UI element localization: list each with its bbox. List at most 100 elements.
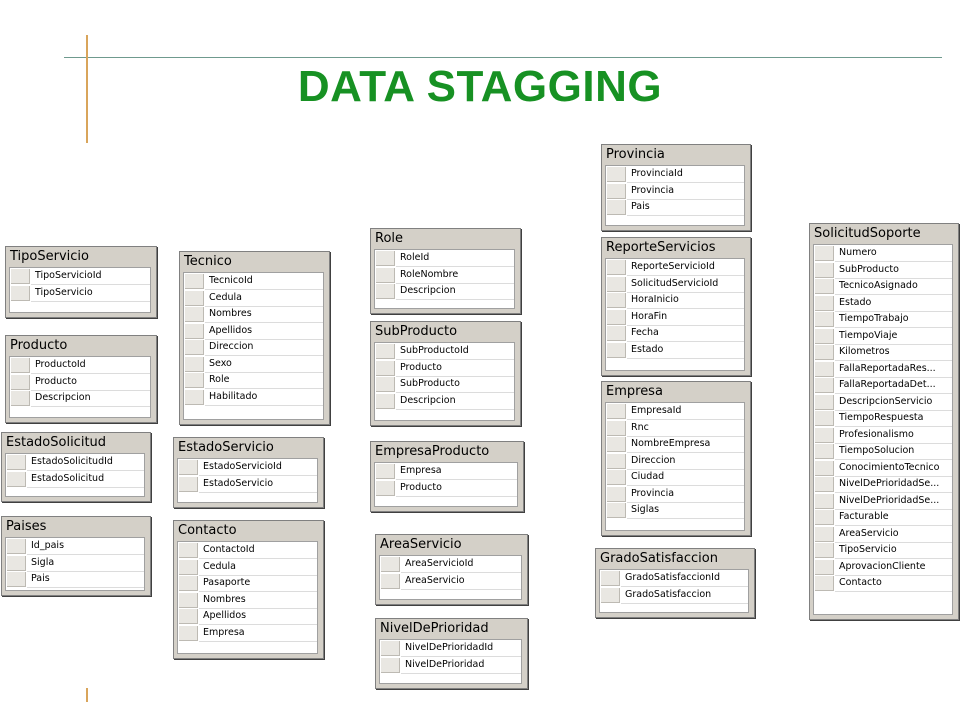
row-selector[interactable] — [607, 404, 626, 419]
column-row[interactable]: Apellidos — [184, 323, 323, 340]
column-row[interactable]: ProvinciaId — [606, 166, 744, 183]
row-selector[interactable] — [815, 477, 834, 492]
column-row[interactable]: Sigla — [6, 555, 144, 572]
row-selector[interactable] — [7, 455, 26, 470]
column-row[interactable]: Rnc — [606, 420, 744, 437]
column-row[interactable]: Cedula — [184, 290, 323, 307]
row-selector[interactable] — [607, 276, 626, 292]
row-selector[interactable] — [815, 526, 834, 542]
column-row[interactable]: Descripcion — [375, 283, 514, 300]
row-selector[interactable] — [185, 290, 204, 306]
column-row[interactable]: TecnicoId — [184, 273, 323, 290]
row-selector[interactable] — [7, 555, 26, 571]
row-selector[interactable] — [607, 470, 626, 485]
column-row[interactable]: DescripcionServicio — [814, 394, 952, 411]
row-selector[interactable] — [185, 340, 204, 355]
column-row[interactable]: Provincia — [606, 486, 744, 503]
column-row[interactable]: GradoSatisfaccionId — [600, 570, 748, 587]
row-selector[interactable] — [185, 274, 204, 289]
row-selector[interactable] — [607, 453, 626, 469]
column-row[interactable]: Id_pais — [6, 538, 144, 555]
column-row[interactable]: Descripcion — [10, 390, 150, 407]
column-row[interactable]: TiempoViaje — [814, 328, 952, 345]
row-selector[interactable] — [381, 557, 400, 572]
column-row[interactable]: AreaServicio — [380, 573, 521, 590]
row-selector[interactable] — [7, 572, 26, 587]
row-selector[interactable] — [815, 576, 834, 591]
column-row[interactable]: NombreEmpresa — [606, 436, 744, 453]
column-row[interactable]: NivelDePrioridadSe... — [814, 493, 952, 510]
column-row[interactable]: Nombres — [184, 306, 323, 323]
column-row[interactable]: Pais — [6, 571, 144, 588]
column-row[interactable]: TiempoRespuesta — [814, 410, 952, 427]
row-selector[interactable] — [815, 262, 834, 278]
row-selector[interactable] — [179, 576, 198, 591]
column-row[interactable]: Numero — [814, 245, 952, 262]
row-selector[interactable] — [185, 307, 204, 322]
column-row[interactable]: Fecha — [606, 325, 744, 342]
column-row[interactable]: EstadoServicio — [178, 476, 317, 493]
row-selector[interactable] — [607, 293, 626, 308]
row-selector[interactable] — [815, 394, 834, 410]
row-selector[interactable] — [815, 543, 834, 558]
row-selector[interactable] — [607, 420, 626, 436]
column-row[interactable]: Role — [184, 372, 323, 389]
row-selector[interactable] — [815, 295, 834, 311]
row-selector[interactable] — [607, 503, 626, 518]
row-selector[interactable] — [376, 377, 395, 392]
column-row[interactable]: AreaServicioId — [380, 556, 521, 573]
row-selector[interactable] — [179, 625, 198, 641]
row-selector[interactable] — [185, 356, 204, 372]
column-row[interactable]: Nombres — [178, 592, 317, 609]
column-row[interactable]: FallaReportadaRes... — [814, 361, 952, 378]
column-row[interactable]: RoleId — [375, 250, 514, 267]
column-row[interactable]: Profesionalismo — [814, 427, 952, 444]
column-row[interactable]: TipoServicio — [814, 542, 952, 559]
row-selector[interactable] — [815, 345, 834, 360]
row-selector[interactable] — [179, 559, 198, 575]
row-selector[interactable] — [607, 260, 626, 275]
column-row[interactable]: TecnicoAsignado — [814, 278, 952, 295]
column-row[interactable]: SubProducto — [375, 376, 514, 393]
column-row[interactable]: HoraInicio — [606, 292, 744, 309]
column-row[interactable]: FallaReportadaDet... — [814, 377, 952, 394]
column-row[interactable]: EstadoSolicitudId — [6, 454, 144, 471]
column-row[interactable]: AprovacionCliente — [814, 559, 952, 576]
column-row[interactable]: NivelDePrioridad — [380, 657, 521, 674]
row-selector[interactable] — [607, 486, 626, 502]
column-row[interactable]: Kilometros — [814, 344, 952, 361]
column-row[interactable]: Siglas — [606, 502, 744, 519]
column-row[interactable]: ContactoId — [178, 542, 317, 559]
row-selector[interactable] — [11, 374, 30, 390]
column-row[interactable]: Apellidos — [178, 608, 317, 625]
column-row[interactable]: SolicitudServicioId — [606, 276, 744, 293]
row-selector[interactable] — [815, 361, 834, 377]
column-row[interactable]: EmpresaId — [606, 403, 744, 420]
row-selector[interactable] — [376, 251, 395, 266]
row-selector[interactable] — [815, 312, 834, 327]
row-selector[interactable] — [815, 510, 834, 525]
column-row[interactable]: TipoServicioId — [10, 268, 150, 285]
column-row[interactable]: TiempoSolucion — [814, 443, 952, 460]
row-selector[interactable] — [601, 571, 620, 586]
row-selector[interactable] — [815, 460, 834, 476]
row-selector[interactable] — [185, 323, 204, 339]
row-selector[interactable] — [607, 326, 626, 341]
column-row[interactable]: EstadoServicioId — [178, 459, 317, 476]
column-row[interactable]: Producto — [375, 360, 514, 377]
column-row[interactable]: SubProducto — [814, 262, 952, 279]
row-selector[interactable] — [381, 641, 400, 656]
row-selector[interactable] — [607, 200, 626, 215]
column-row[interactable]: ProductoId — [10, 357, 150, 374]
